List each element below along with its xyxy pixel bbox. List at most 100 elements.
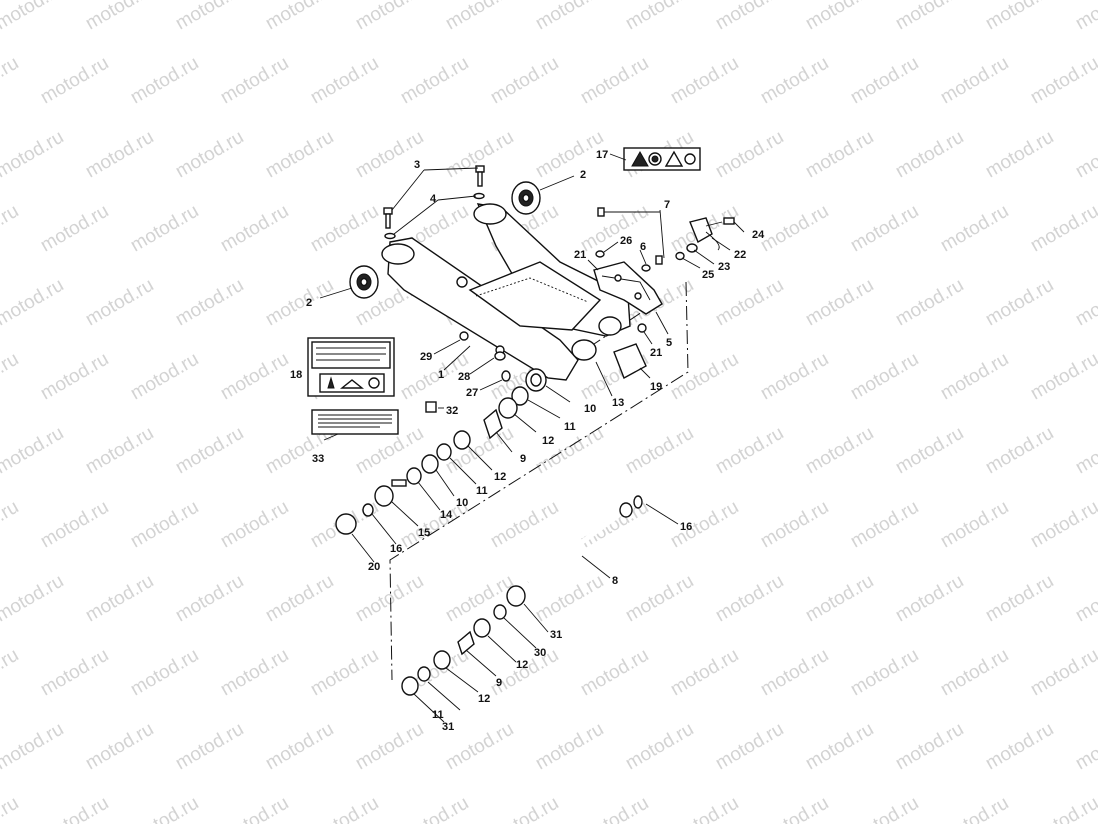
- watermark-text: motod.ru: [0, 275, 67, 331]
- watermark-text: motod.ru: [1072, 423, 1098, 479]
- watermark-text: motod.ru: [847, 645, 922, 701]
- callout-25: 25: [702, 269, 714, 281]
- watermark-text: motod.ru: [982, 571, 1057, 627]
- watermark-text: motod.ru: [982, 127, 1057, 183]
- watermark-text: motod.ru: [397, 53, 472, 109]
- watermark-text: motod.ru: [262, 275, 337, 331]
- watermark-text: motod.ru: [0, 497, 22, 553]
- watermark-text: motod.ru: [1072, 571, 1098, 627]
- watermark-text: motod.ru: [757, 793, 832, 824]
- callout-18: 18: [290, 369, 302, 381]
- watermark-text: motod.ru: [892, 0, 967, 34]
- watermark-text: motod.ru: [0, 349, 22, 405]
- watermark-text: motod.ru: [847, 201, 922, 257]
- callout-6: 6: [640, 241, 646, 253]
- watermark-text: motod.ru: [532, 0, 607, 34]
- watermark-text: motod.ru: [1027, 793, 1098, 824]
- watermark-text: motod.ru: [937, 645, 1012, 701]
- watermark-text: motod.ru: [37, 53, 112, 109]
- watermark-text: motod.ru: [307, 53, 382, 109]
- watermark-text: motod.ru: [487, 793, 562, 824]
- watermark-text: motod.ru: [442, 571, 517, 627]
- watermark-text: motod.ru: [712, 571, 787, 627]
- watermark-text: motod.ru: [712, 719, 787, 775]
- callout-22: 22: [734, 249, 746, 261]
- callout-10-upper: 10: [584, 403, 596, 415]
- callout-7: 7: [664, 199, 670, 211]
- watermark-text: motod.ru: [1072, 127, 1098, 183]
- watermark-text: motod.ru: [622, 0, 697, 34]
- callout-8: 8: [612, 575, 618, 587]
- callout-2-left: 2: [306, 297, 312, 309]
- watermark-text: motod.ru: [217, 645, 292, 701]
- callout-32: 32: [446, 405, 458, 417]
- watermark-text: motod.ru: [937, 53, 1012, 109]
- instruction-label-33: [311, 409, 399, 435]
- watermark-text: motod.ru: [352, 719, 427, 775]
- watermark-text: motod.ru: [127, 349, 202, 405]
- pivot-shaft-8: [526, 495, 643, 585]
- callout-24: 24: [752, 229, 765, 241]
- callout-13: 13: [612, 397, 624, 409]
- watermark-text: motod.ru: [487, 645, 562, 701]
- watermark-text: motod.ru: [37, 645, 112, 701]
- watermark-text: motod.ru: [82, 719, 157, 775]
- watermark-text: motod.ru: [667, 645, 742, 701]
- watermark-text: motod.ru: [82, 275, 157, 331]
- callout-4: 4: [430, 193, 437, 205]
- callout-11-lower: 11: [432, 709, 444, 721]
- watermark-text: motod.ru: [0, 0, 67, 34]
- grease-fittings: [425, 331, 511, 413]
- watermark-text: motod.ru: [0, 127, 67, 183]
- callout-33: 33: [312, 453, 324, 465]
- watermark-text: motod.ru: [487, 497, 562, 553]
- watermark-text: motod.ru: [82, 571, 157, 627]
- watermark-text: motod.ru: [127, 645, 202, 701]
- bolt-3-upper: [473, 165, 485, 200]
- watermark-text: motod.ru: [712, 275, 787, 331]
- watermark-text: motod.ru: [892, 571, 967, 627]
- watermark-text: motod.ru: [307, 645, 382, 701]
- watermark-text: motod.ru: [802, 127, 877, 183]
- pivot-bearing-stack-lower: [401, 585, 526, 696]
- callout-17: 17: [596, 149, 608, 161]
- wheel-bearing-left: [349, 265, 379, 299]
- watermark-text: motod.ru: [442, 0, 517, 34]
- watermark-text: motod.ru: [0, 571, 67, 627]
- watermark-text: motod.ru: [667, 793, 742, 824]
- watermark-text: motod.ru: [937, 497, 1012, 553]
- watermark-text: motod.ru: [1072, 0, 1098, 34]
- watermark-text: motod.ru: [937, 201, 1012, 257]
- watermark-text: motod.ru: [667, 349, 742, 405]
- watermark-text: motod.ru: [37, 793, 112, 824]
- bolt-3-lower: [383, 207, 396, 240]
- watermark-text: motod.ru: [757, 53, 832, 109]
- watermark-text: motod.ru: [487, 53, 562, 109]
- watermark-text: motod.ru: [802, 423, 877, 479]
- watermark-text: motod.ru: [847, 497, 922, 553]
- watermark-text: motod.ru: [847, 349, 922, 405]
- watermark-text: motod.ru: [532, 719, 607, 775]
- callout-31-upper: 31: [550, 629, 562, 641]
- sensor-assembly: [675, 217, 735, 261]
- watermark-text: motod.ru: [217, 497, 292, 553]
- watermark-text: motod.ru: [622, 571, 697, 627]
- watermark-text: motod.ru: [352, 127, 427, 183]
- watermark-text: motod.ru: [937, 793, 1012, 824]
- watermark-text: motod.ru: [757, 349, 832, 405]
- callout-20: 20: [368, 561, 380, 573]
- watermark-text: motod.ru: [1072, 275, 1098, 331]
- watermark-text: motod.ru: [667, 53, 742, 109]
- callout-27: 27: [466, 387, 478, 399]
- watermark-text: motod.ru: [937, 349, 1012, 405]
- callout-14: 14: [440, 509, 453, 521]
- protector-block-19: [613, 343, 647, 379]
- watermark-text: motod.ru: [82, 423, 157, 479]
- watermark-text: motod.ru: [127, 201, 202, 257]
- swingarm-part: [381, 203, 631, 381]
- watermark-text: motod.ru: [127, 497, 202, 553]
- watermark-text: motod.ru: [442, 423, 517, 479]
- watermark-text: motod.ru: [307, 201, 382, 257]
- watermark-text: motod.ru: [622, 423, 697, 479]
- callout-9-upper: 9: [520, 453, 526, 465]
